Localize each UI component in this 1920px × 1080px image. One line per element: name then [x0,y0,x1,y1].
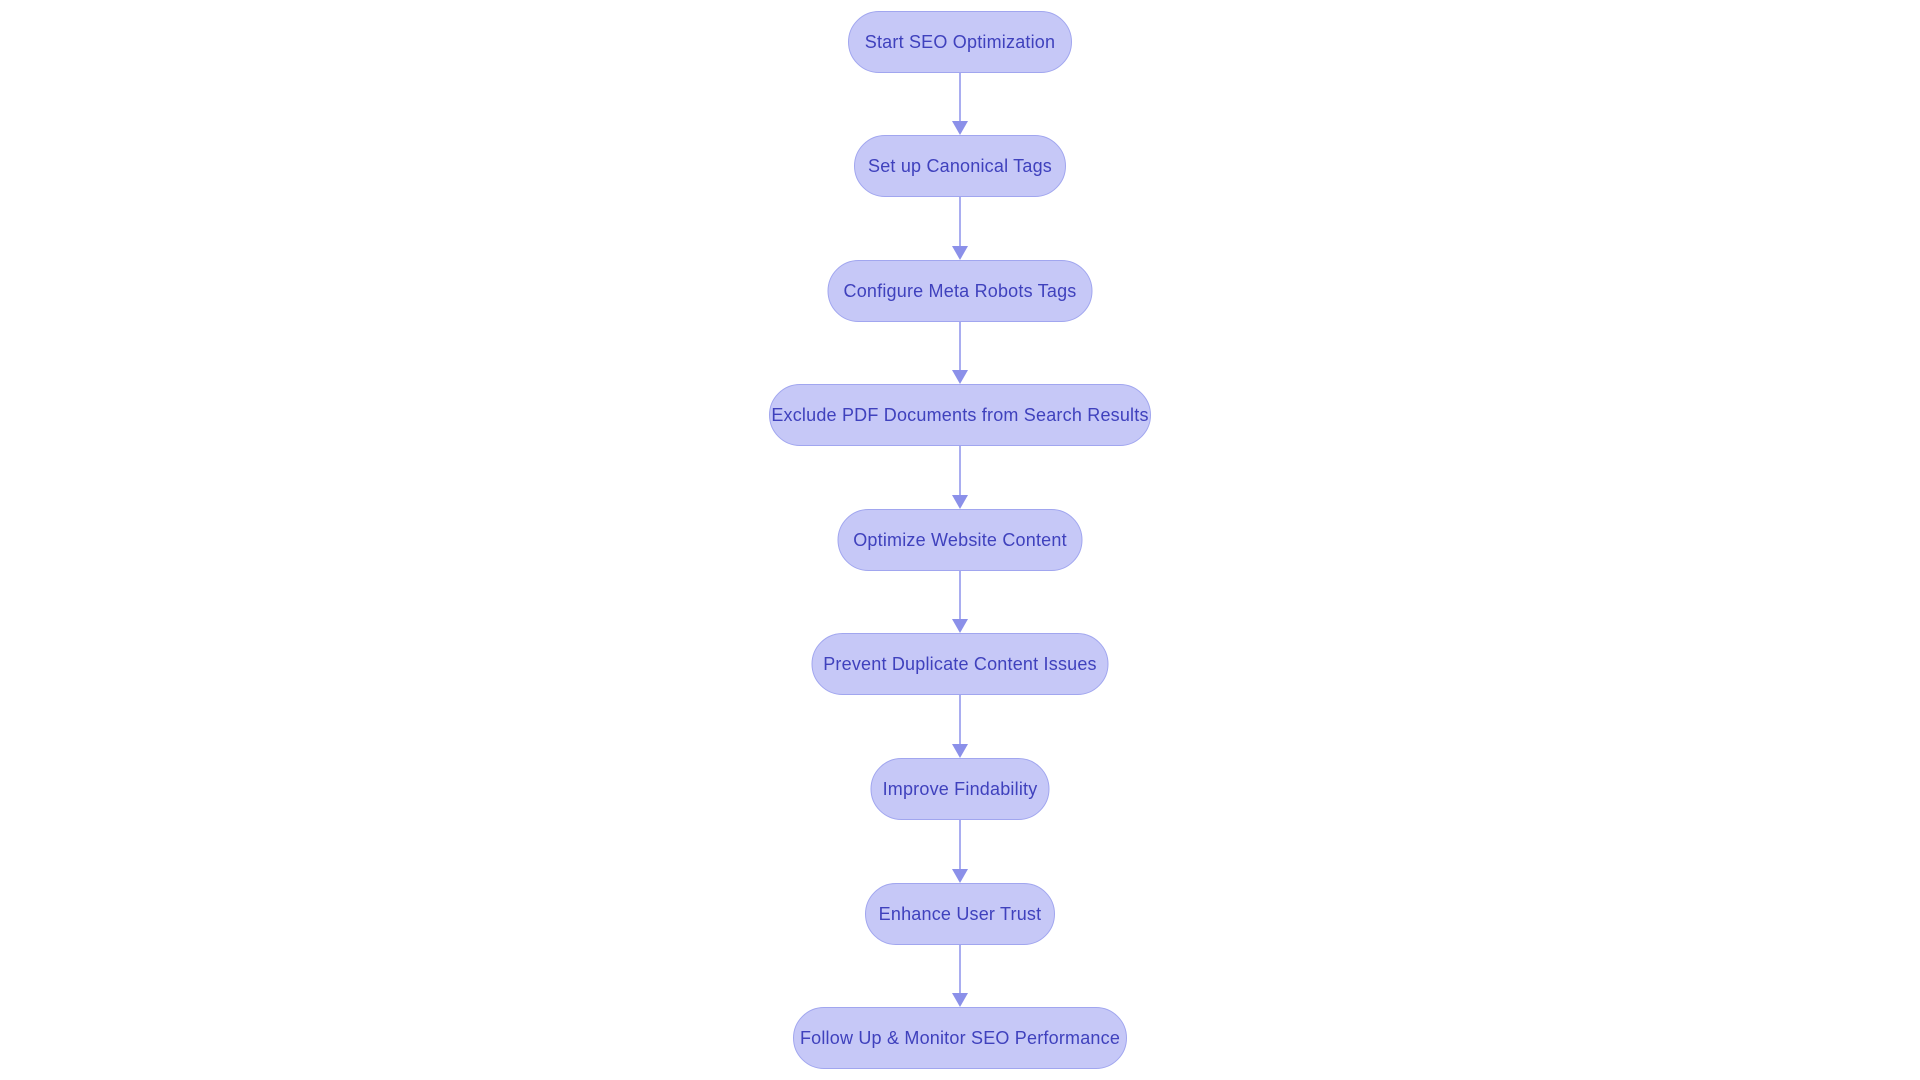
flow-node-configure-meta-robots-tags: Configure Meta Robots Tags [827,260,1093,322]
arrowhead-down-icon [952,869,968,883]
flow-arrow [952,322,968,384]
flow-arrow [952,945,968,1007]
flow-arrow [952,571,968,633]
flow-arrow [952,446,968,509]
arrow-line [959,197,961,247]
flow-node-label: Configure Meta Robots Tags [843,281,1077,301]
arrow-line [959,322,961,371]
arrowhead-down-icon [952,370,968,384]
arrow-line [959,945,961,994]
flow-node-start-seo-optimization: Start SEO Optimization [848,11,1072,73]
flow-node-prevent-duplicate-content-issues: Prevent Duplicate Content Issues [811,633,1109,695]
flow-arrow [952,197,968,260]
flow-node-label: Enhance User Trust [878,904,1042,924]
arrowhead-down-icon [952,246,968,260]
flow-node-enhance-user-trust: Enhance User Trust [865,883,1055,945]
arrowhead-down-icon [952,619,968,633]
arrowhead-down-icon [952,495,968,509]
flow-node-follow-up-monitor-seo-performance: Follow Up & Monitor SEO Performance [793,1007,1127,1069]
arrow-line [959,73,961,122]
flow-node-label: Set up Canonical Tags [868,156,1052,176]
flow-node-label: Prevent Duplicate Content Issues [823,654,1097,674]
flow-node-label: Follow Up & Monitor SEO Performance [799,1028,1121,1048]
arrow-line [959,571,961,620]
flow-arrow [952,695,968,758]
flow-node-improve-findability: Improve Findability [870,758,1050,820]
arrowhead-down-icon [952,993,968,1007]
arrow-line [959,820,961,870]
flow-node-exclude-pdf-documents: Exclude PDF Documents from Search Result… [769,384,1151,446]
arrowhead-down-icon [952,121,968,135]
flow-node-label: Improve Findability [882,779,1038,799]
flow-node-label: Start SEO Optimization [864,32,1056,52]
flow-arrow [952,820,968,883]
arrow-line [959,695,961,745]
flow-node-label: Exclude PDF Documents from Search Result… [771,405,1149,425]
arrowhead-down-icon [952,744,968,758]
flow-arrow [952,73,968,135]
flow-node-optimize-website-content: Optimize Website Content [837,509,1083,571]
arrow-line [959,446,961,496]
flow-node-set-up-canonical-tags: Set up Canonical Tags [854,135,1066,197]
flow-node-label: Optimize Website Content [853,530,1067,550]
